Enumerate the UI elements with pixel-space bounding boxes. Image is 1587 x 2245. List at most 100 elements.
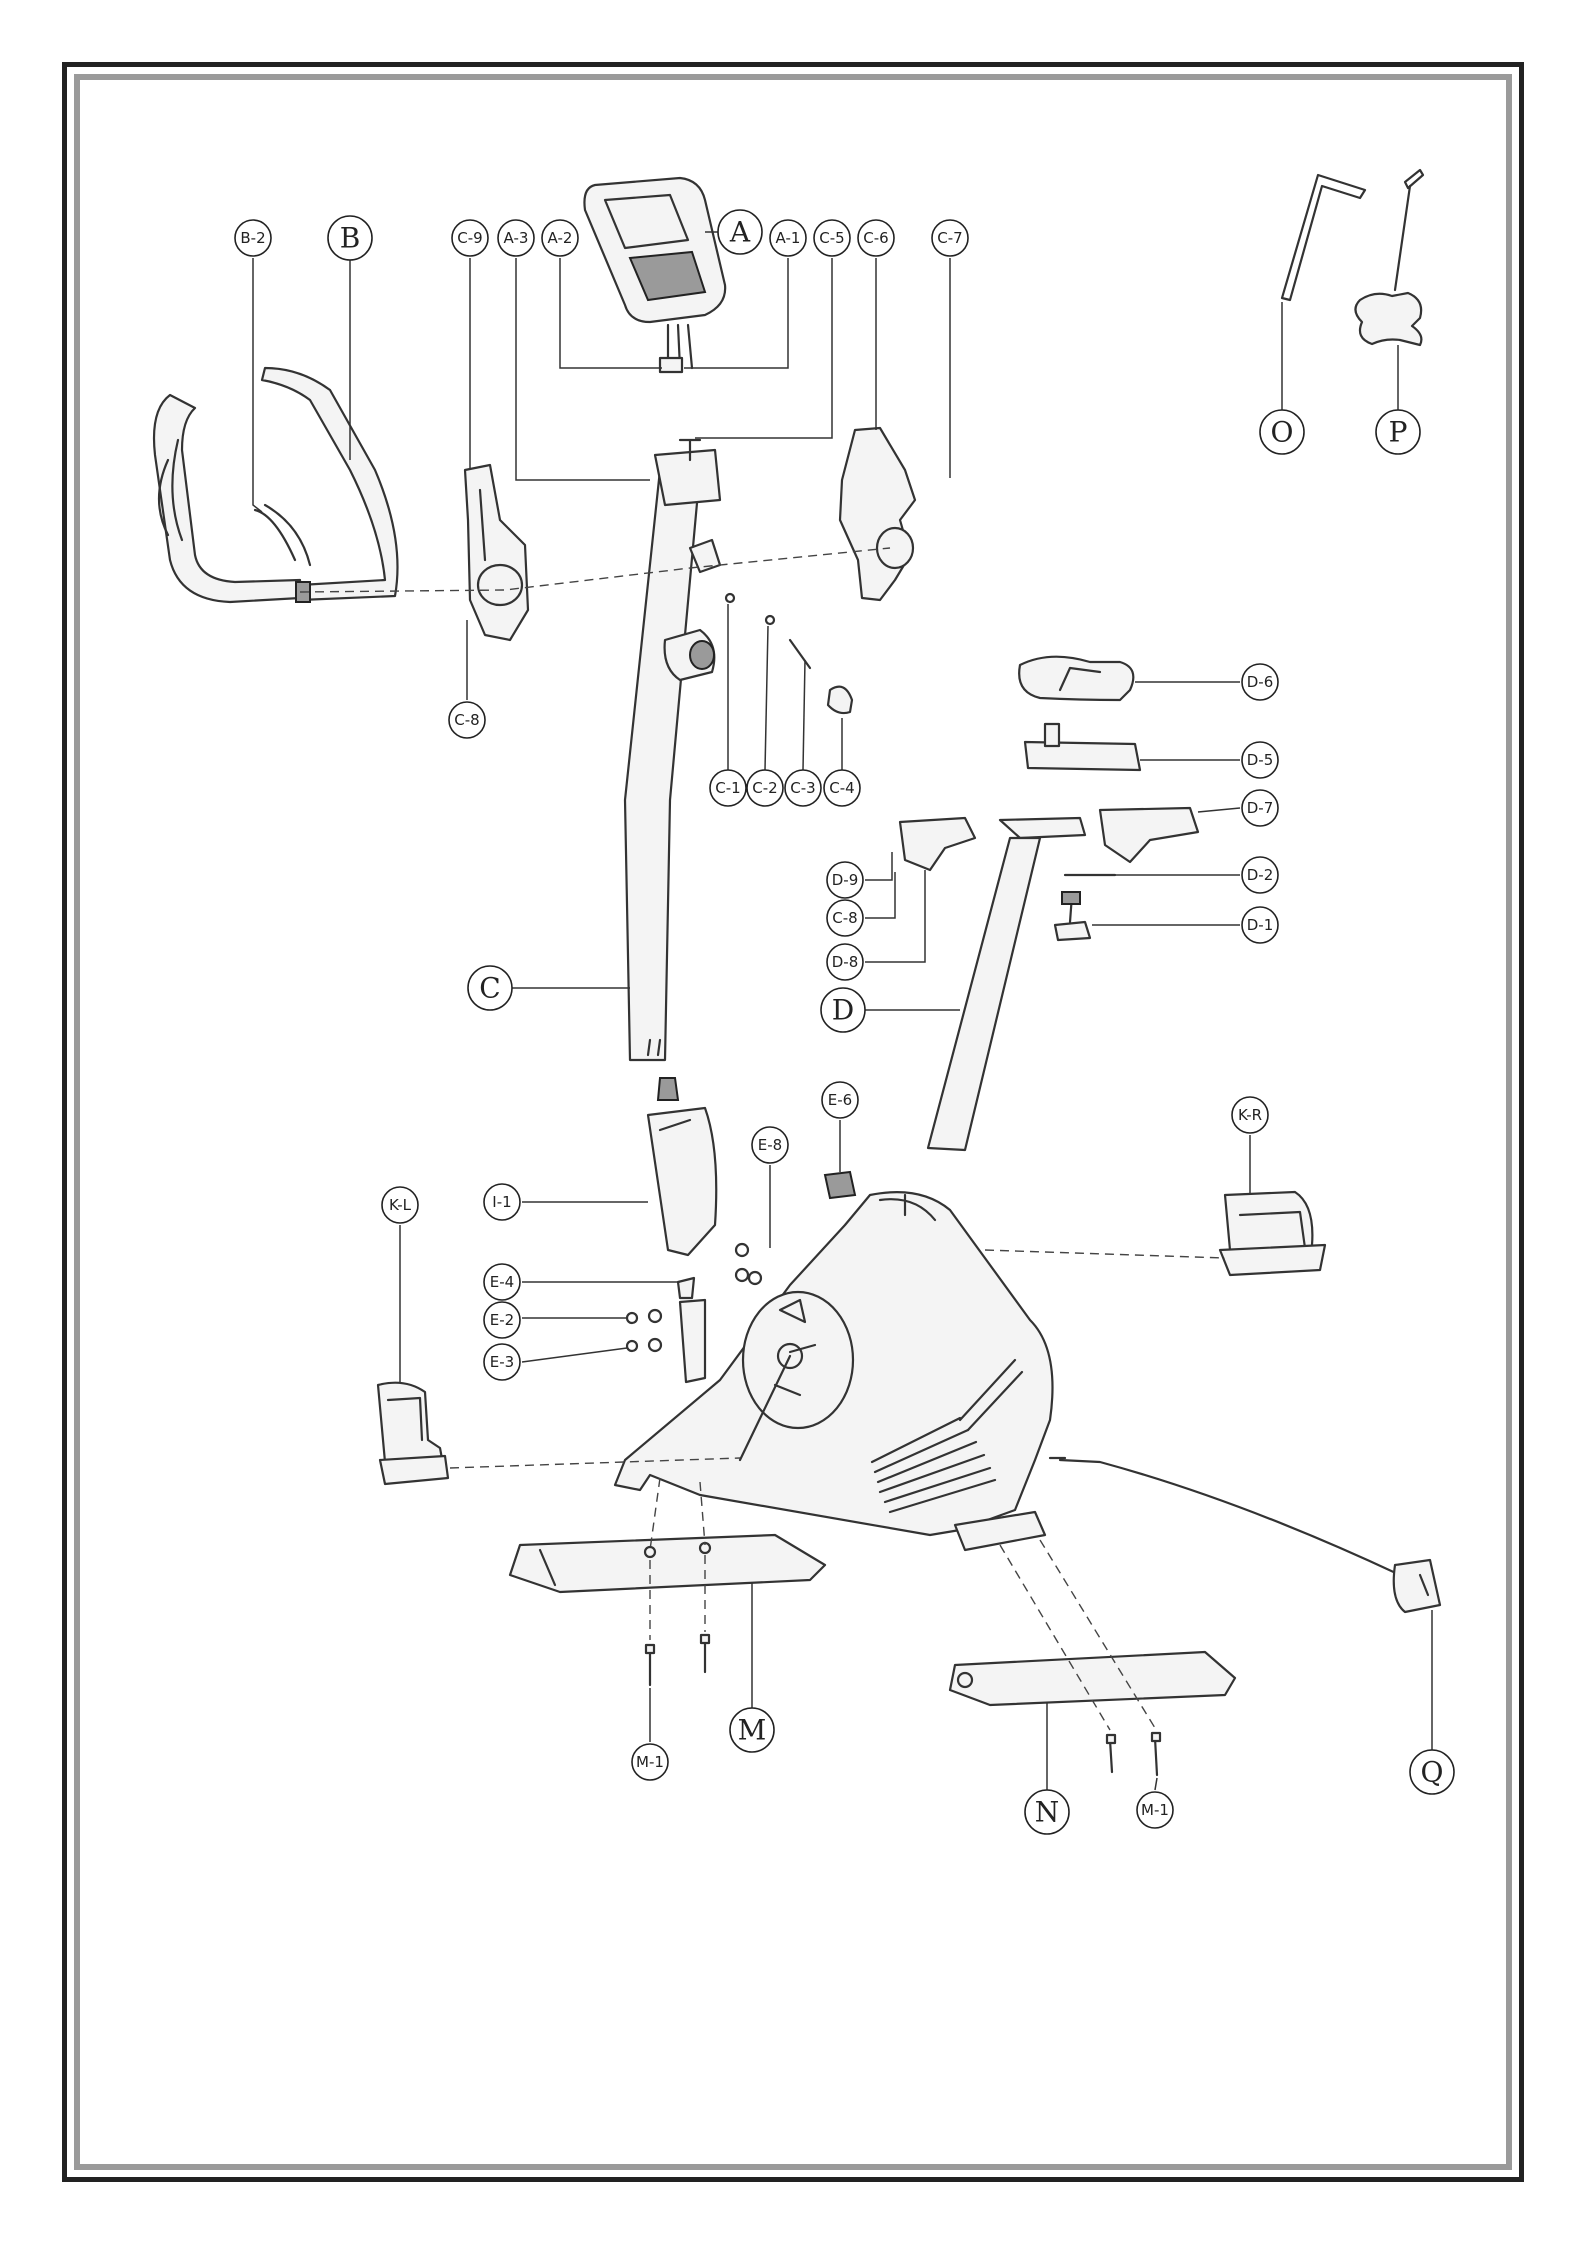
seat-post-part-d	[928, 818, 1085, 1150]
label-kr: K-R	[1232, 1097, 1268, 1133]
label-e2: E-2	[484, 1302, 520, 1338]
label-e8: E-8	[752, 1127, 788, 1163]
stabilizer-part-m	[510, 1535, 825, 1685]
svg-text:E-2: E-2	[490, 1311, 514, 1329]
label-q: Q	[1410, 1750, 1454, 1794]
label-a2: A-2	[542, 220, 578, 256]
seat-bracket-part-d8	[900, 818, 975, 870]
pedal-left-part-kl	[378, 1383, 448, 1484]
label-m: M	[730, 1708, 774, 1752]
shroud-part-c6	[840, 428, 915, 600]
label-c8: C-8	[449, 702, 485, 738]
svg-text:C-1: C-1	[715, 779, 740, 797]
label-p: P	[1376, 410, 1420, 454]
label-b2: B-2	[235, 220, 271, 256]
label-c6: C-6	[858, 220, 894, 256]
label-d1: D-1	[1242, 907, 1278, 943]
svg-text:O: O	[1271, 416, 1294, 449]
svg-text:E-3: E-3	[490, 1353, 514, 1371]
label-d: D	[821, 988, 865, 1032]
label-n: N	[1025, 1790, 1069, 1834]
label-d6: D-6	[1242, 664, 1278, 700]
svg-text:M-1: M-1	[636, 1753, 664, 1771]
seat-knob-part-d1	[1055, 892, 1090, 940]
label-m1-rear: M-1	[1137, 1792, 1173, 1828]
svg-text:C: C	[479, 972, 500, 1005]
label-c: C	[468, 966, 512, 1010]
svg-text:K-L: K-L	[389, 1196, 412, 1214]
svg-text:C-7: C-7	[937, 229, 962, 247]
svg-text:D-5: D-5	[1247, 751, 1274, 769]
label-kl: K-L	[382, 1187, 418, 1223]
power-adapter-part-q	[1060, 1460, 1440, 1612]
label-i1: I-1	[484, 1184, 520, 1220]
svg-text:D-9: D-9	[832, 871, 859, 889]
label-d8: D-8	[827, 944, 863, 980]
stabilizer-part-n	[950, 1652, 1235, 1775]
handlebar-post-part-c	[625, 440, 720, 1100]
label-a3: A-3	[498, 220, 534, 256]
svg-text:A: A	[729, 216, 751, 249]
svg-text:D-1: D-1	[1247, 916, 1274, 934]
label-c3: C-3	[785, 770, 821, 806]
svg-text:D-6: D-6	[1247, 673, 1274, 691]
svg-text:C-3: C-3	[790, 779, 815, 797]
svg-text:B-2: B-2	[240, 229, 265, 247]
svg-text:C-8: C-8	[454, 711, 479, 729]
label-d9: D-9	[827, 862, 863, 898]
label-a1: A-1	[770, 220, 806, 256]
seat-bracket-part-d7	[1100, 808, 1198, 862]
pedal-right-part-kr	[1220, 1192, 1325, 1275]
wrench-tool-part-p	[1355, 170, 1423, 345]
allen-key-part-o	[1282, 175, 1365, 300]
svg-text:B: B	[340, 222, 361, 255]
label-c5: C-5	[814, 220, 850, 256]
label-d2: D-2	[1242, 857, 1278, 893]
svg-text:N: N	[1035, 1796, 1060, 1829]
label-d-c8: C-8	[827, 900, 863, 936]
svg-text:I-1: I-1	[492, 1193, 511, 1211]
svg-text:A-3: A-3	[504, 229, 529, 247]
svg-text:C-9: C-9	[457, 229, 482, 247]
label-o: O	[1260, 410, 1304, 454]
svg-text:D-7: D-7	[1247, 799, 1274, 817]
label-m1-front: M-1	[632, 1744, 668, 1780]
lower-cover-part-i1	[648, 1108, 716, 1255]
svg-text:D: D	[832, 994, 854, 1027]
svg-text:Q: Q	[1421, 1756, 1444, 1789]
label-c7: C-7	[932, 220, 968, 256]
svg-text:C-5: C-5	[819, 229, 844, 247]
svg-text:A-2: A-2	[548, 229, 573, 247]
label-e4: E-4	[484, 1264, 520, 1300]
label-b: B	[328, 216, 372, 260]
label-d7: D-7	[1242, 790, 1278, 826]
label-c1: C-1	[710, 770, 746, 806]
label-e6: E-6	[822, 1082, 858, 1118]
svg-text:M: M	[738, 1714, 767, 1747]
label-a: A	[718, 210, 762, 254]
label-d5: D-5	[1242, 742, 1278, 778]
seat-part-d6	[1019, 657, 1133, 700]
handlebar-part-b	[154, 368, 398, 602]
svg-text:E-6: E-6	[828, 1091, 852, 1109]
svg-text:C-2: C-2	[752, 779, 777, 797]
svg-text:D-8: D-8	[832, 953, 859, 971]
svg-text:D-2: D-2	[1247, 866, 1274, 884]
svg-text:K-R: K-R	[1238, 1106, 1262, 1124]
label-c9: C-9	[452, 220, 488, 256]
svg-text:C-8: C-8	[832, 909, 857, 927]
label-e3: E-3	[484, 1344, 520, 1380]
svg-text:E-8: E-8	[758, 1136, 782, 1154]
svg-text:C-6: C-6	[863, 229, 888, 247]
knob-hardware-c1-c4	[726, 594, 852, 713]
svg-text:E-4: E-4	[490, 1273, 514, 1291]
svg-text:M-1: M-1	[1141, 1801, 1169, 1819]
svg-text:C-4: C-4	[829, 779, 854, 797]
tension-knob-part-e6	[825, 1172, 855, 1198]
seat-slider-part-d5	[1025, 724, 1140, 770]
shroud-part-c9	[465, 465, 528, 640]
label-c4: C-4	[824, 770, 860, 806]
label-c2: C-2	[747, 770, 783, 806]
console-part-a	[584, 178, 725, 372]
